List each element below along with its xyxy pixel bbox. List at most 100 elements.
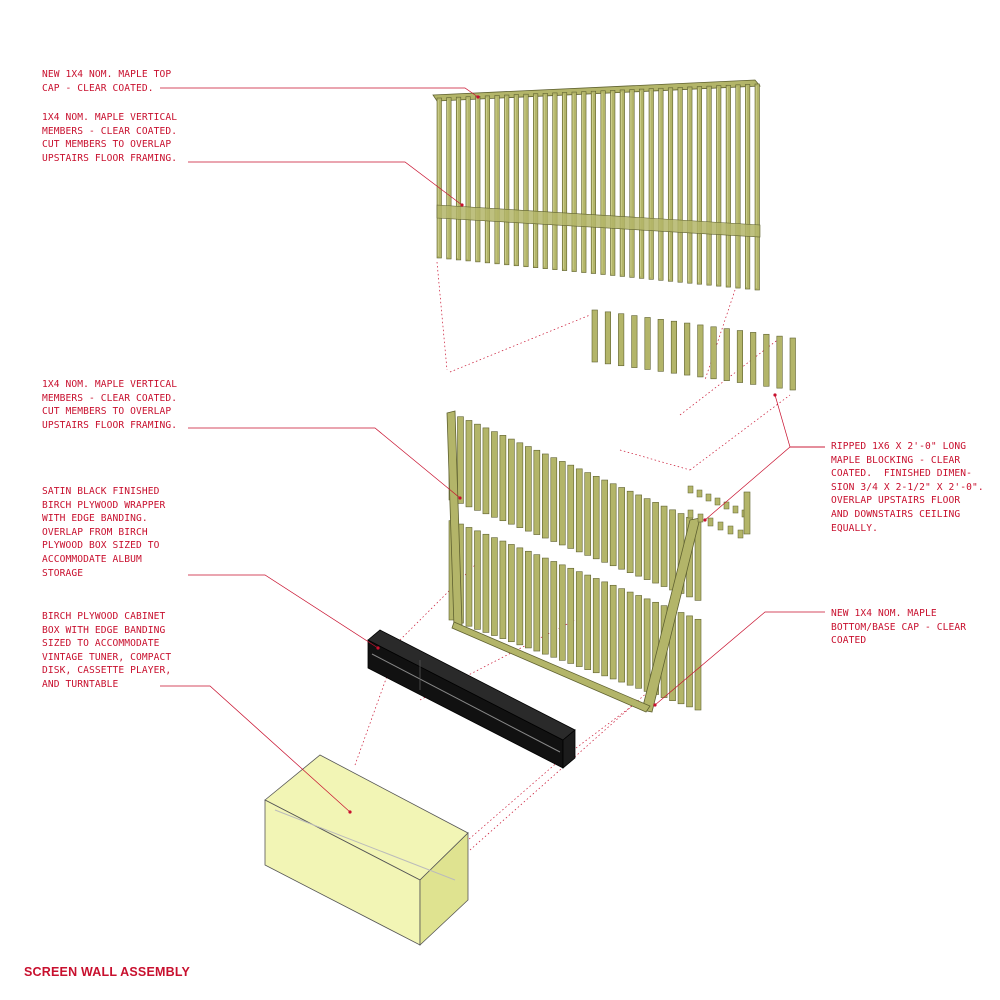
lower-vertical-member-lower <box>550 561 558 658</box>
lower-vertical-member-lower <box>584 574 592 670</box>
maple-blocking-member <box>631 315 638 368</box>
maple-blocking-member <box>697 324 704 378</box>
maple-blocking-piece <box>732 505 739 514</box>
upper-vertical-member <box>494 95 500 265</box>
leader-arrow-dot <box>458 496 462 500</box>
lower-vertical-member-upper <box>474 423 481 511</box>
lower-vertical-member-upper <box>609 483 617 567</box>
maple-blocking-member <box>743 491 751 535</box>
maple-blocking-piece <box>687 509 694 519</box>
projection-guide <box>449 314 591 373</box>
lower-vertical-member-lower <box>567 567 575 664</box>
leader-line <box>654 611 825 706</box>
upper-vertical-member <box>523 93 529 268</box>
leader-arrow-dot <box>773 393 777 397</box>
maple-blocking-member <box>776 335 783 389</box>
upper-vertical-member <box>639 88 645 279</box>
callout-base-cap: NEW 1X4 NOM. MAPLE BOTTOM/BASE CAP - CLE… <box>831 608 967 647</box>
lower-vertical-member-upper <box>516 442 524 528</box>
lower-vertical-member-upper <box>601 479 608 563</box>
lower-vertical-member-upper <box>643 498 651 580</box>
lower-vertical-member-lower <box>609 584 617 680</box>
lower-vertical-members <box>446 410 702 713</box>
maple-blocking-member <box>604 311 612 365</box>
maple-blocking-piece <box>697 513 704 523</box>
leader-line <box>188 427 461 499</box>
lower-vertical-member-upper <box>550 457 558 542</box>
maple-blocking-member <box>723 328 730 381</box>
lower-vertical-member-upper <box>635 494 642 577</box>
upper-floor-framing-band <box>436 204 761 238</box>
upper-vertical-member <box>581 91 587 273</box>
lower-vertical-member-lower <box>542 557 549 655</box>
lower-vertical-member-lower <box>525 550 532 649</box>
leader-arrow-dot <box>460 203 464 207</box>
callout-leader-lines <box>160 87 825 814</box>
maple-blocking-piece <box>705 493 712 502</box>
lower-vertical-member-upper <box>626 490 634 573</box>
callout-upper-vertical-members: 1X4 NOM. MAPLE VERTICAL MEMBERS - CLEAR … <box>42 112 178 164</box>
upper-vertical-member <box>533 93 539 268</box>
upper-vertical-member <box>475 96 481 263</box>
upper-vertical-member <box>542 93 548 269</box>
leader-line <box>188 161 463 206</box>
upper-vertical-member <box>600 90 606 275</box>
maple-blocking-member <box>670 320 678 374</box>
projection-guide <box>399 559 481 641</box>
upper-vertical-member <box>619 89 625 277</box>
leader-line <box>188 574 379 649</box>
upper-vertical-member <box>629 89 635 278</box>
upper-vertical-member <box>725 84 731 288</box>
lower-vertical-member-lower <box>618 588 625 683</box>
lower-vertical-member-upper <box>669 509 676 591</box>
black-plywood-wrapper <box>367 629 576 769</box>
projection-guide <box>619 449 691 471</box>
upper-vertical-member <box>735 84 741 289</box>
upper-vertical-member <box>561 92 568 271</box>
lower-vertical-member-lower <box>533 554 541 652</box>
upper-vertical-member <box>696 86 702 285</box>
lower-vertical-member-upper <box>567 464 575 549</box>
drawing-title: SCREEN WALL ASSEMBLY <box>24 965 191 979</box>
upper-vertical-member <box>687 86 693 284</box>
leader-line <box>774 394 825 448</box>
maple-blocking-member <box>710 326 717 380</box>
leader-arrow-dot <box>376 646 380 650</box>
maple-blocking-member <box>644 317 651 370</box>
maple-blocking-member <box>591 309 598 363</box>
lower-vertical-member-upper <box>660 505 668 587</box>
upper-vertical-member <box>484 95 490 264</box>
projection-guide <box>436 261 448 371</box>
lower-vertical-member-upper <box>482 427 490 515</box>
wrapper-edge-banding-line <box>371 653 561 753</box>
upper-vertical-member <box>745 84 751 290</box>
lower-vertical-member-upper <box>508 438 515 525</box>
wrapper-end-face <box>562 729 576 769</box>
lower-vertical-member-lower <box>575 571 583 667</box>
lower-vertical-member-lower <box>558 564 566 661</box>
lower-vertical-member-upper <box>652 502 659 584</box>
leader-arrow-dot <box>703 518 707 522</box>
upper-vertical-member <box>658 87 664 281</box>
lower-vertical-member-lower <box>491 537 498 636</box>
maple-blocking-member <box>750 332 757 385</box>
lower-vertical-member-upper <box>558 461 566 546</box>
upper-vertical-member <box>716 85 722 287</box>
upper-vertical-member <box>552 92 558 270</box>
maple-blocking-piece <box>696 489 703 498</box>
lower-vertical-member-lower <box>635 595 642 689</box>
lower-vertical-member-upper <box>465 420 473 508</box>
leader-arrow-dot <box>653 703 657 707</box>
lower-vertical-member-upper <box>542 453 549 539</box>
maple-blocking-piece <box>714 497 721 506</box>
callout-cabinet-box: BIRCH PLYWOOD CABINET BOX WITH EDGE BAND… <box>42 611 172 690</box>
maple-blocking-piece <box>707 517 714 527</box>
upper-vertical-member <box>648 88 654 280</box>
maple-blocking-piece <box>717 521 724 531</box>
upper-vertical-member <box>513 94 519 267</box>
callout-black-wrapper: SATIN BLACK FINISHED BIRCH PLYWOOD WRAPP… <box>42 486 166 579</box>
callout-lower-vertical-members: 1X4 NOM. MAPLE VERTICAL MEMBERS - CLEAR … <box>42 379 178 431</box>
lower-vertical-member-upper <box>575 468 583 553</box>
